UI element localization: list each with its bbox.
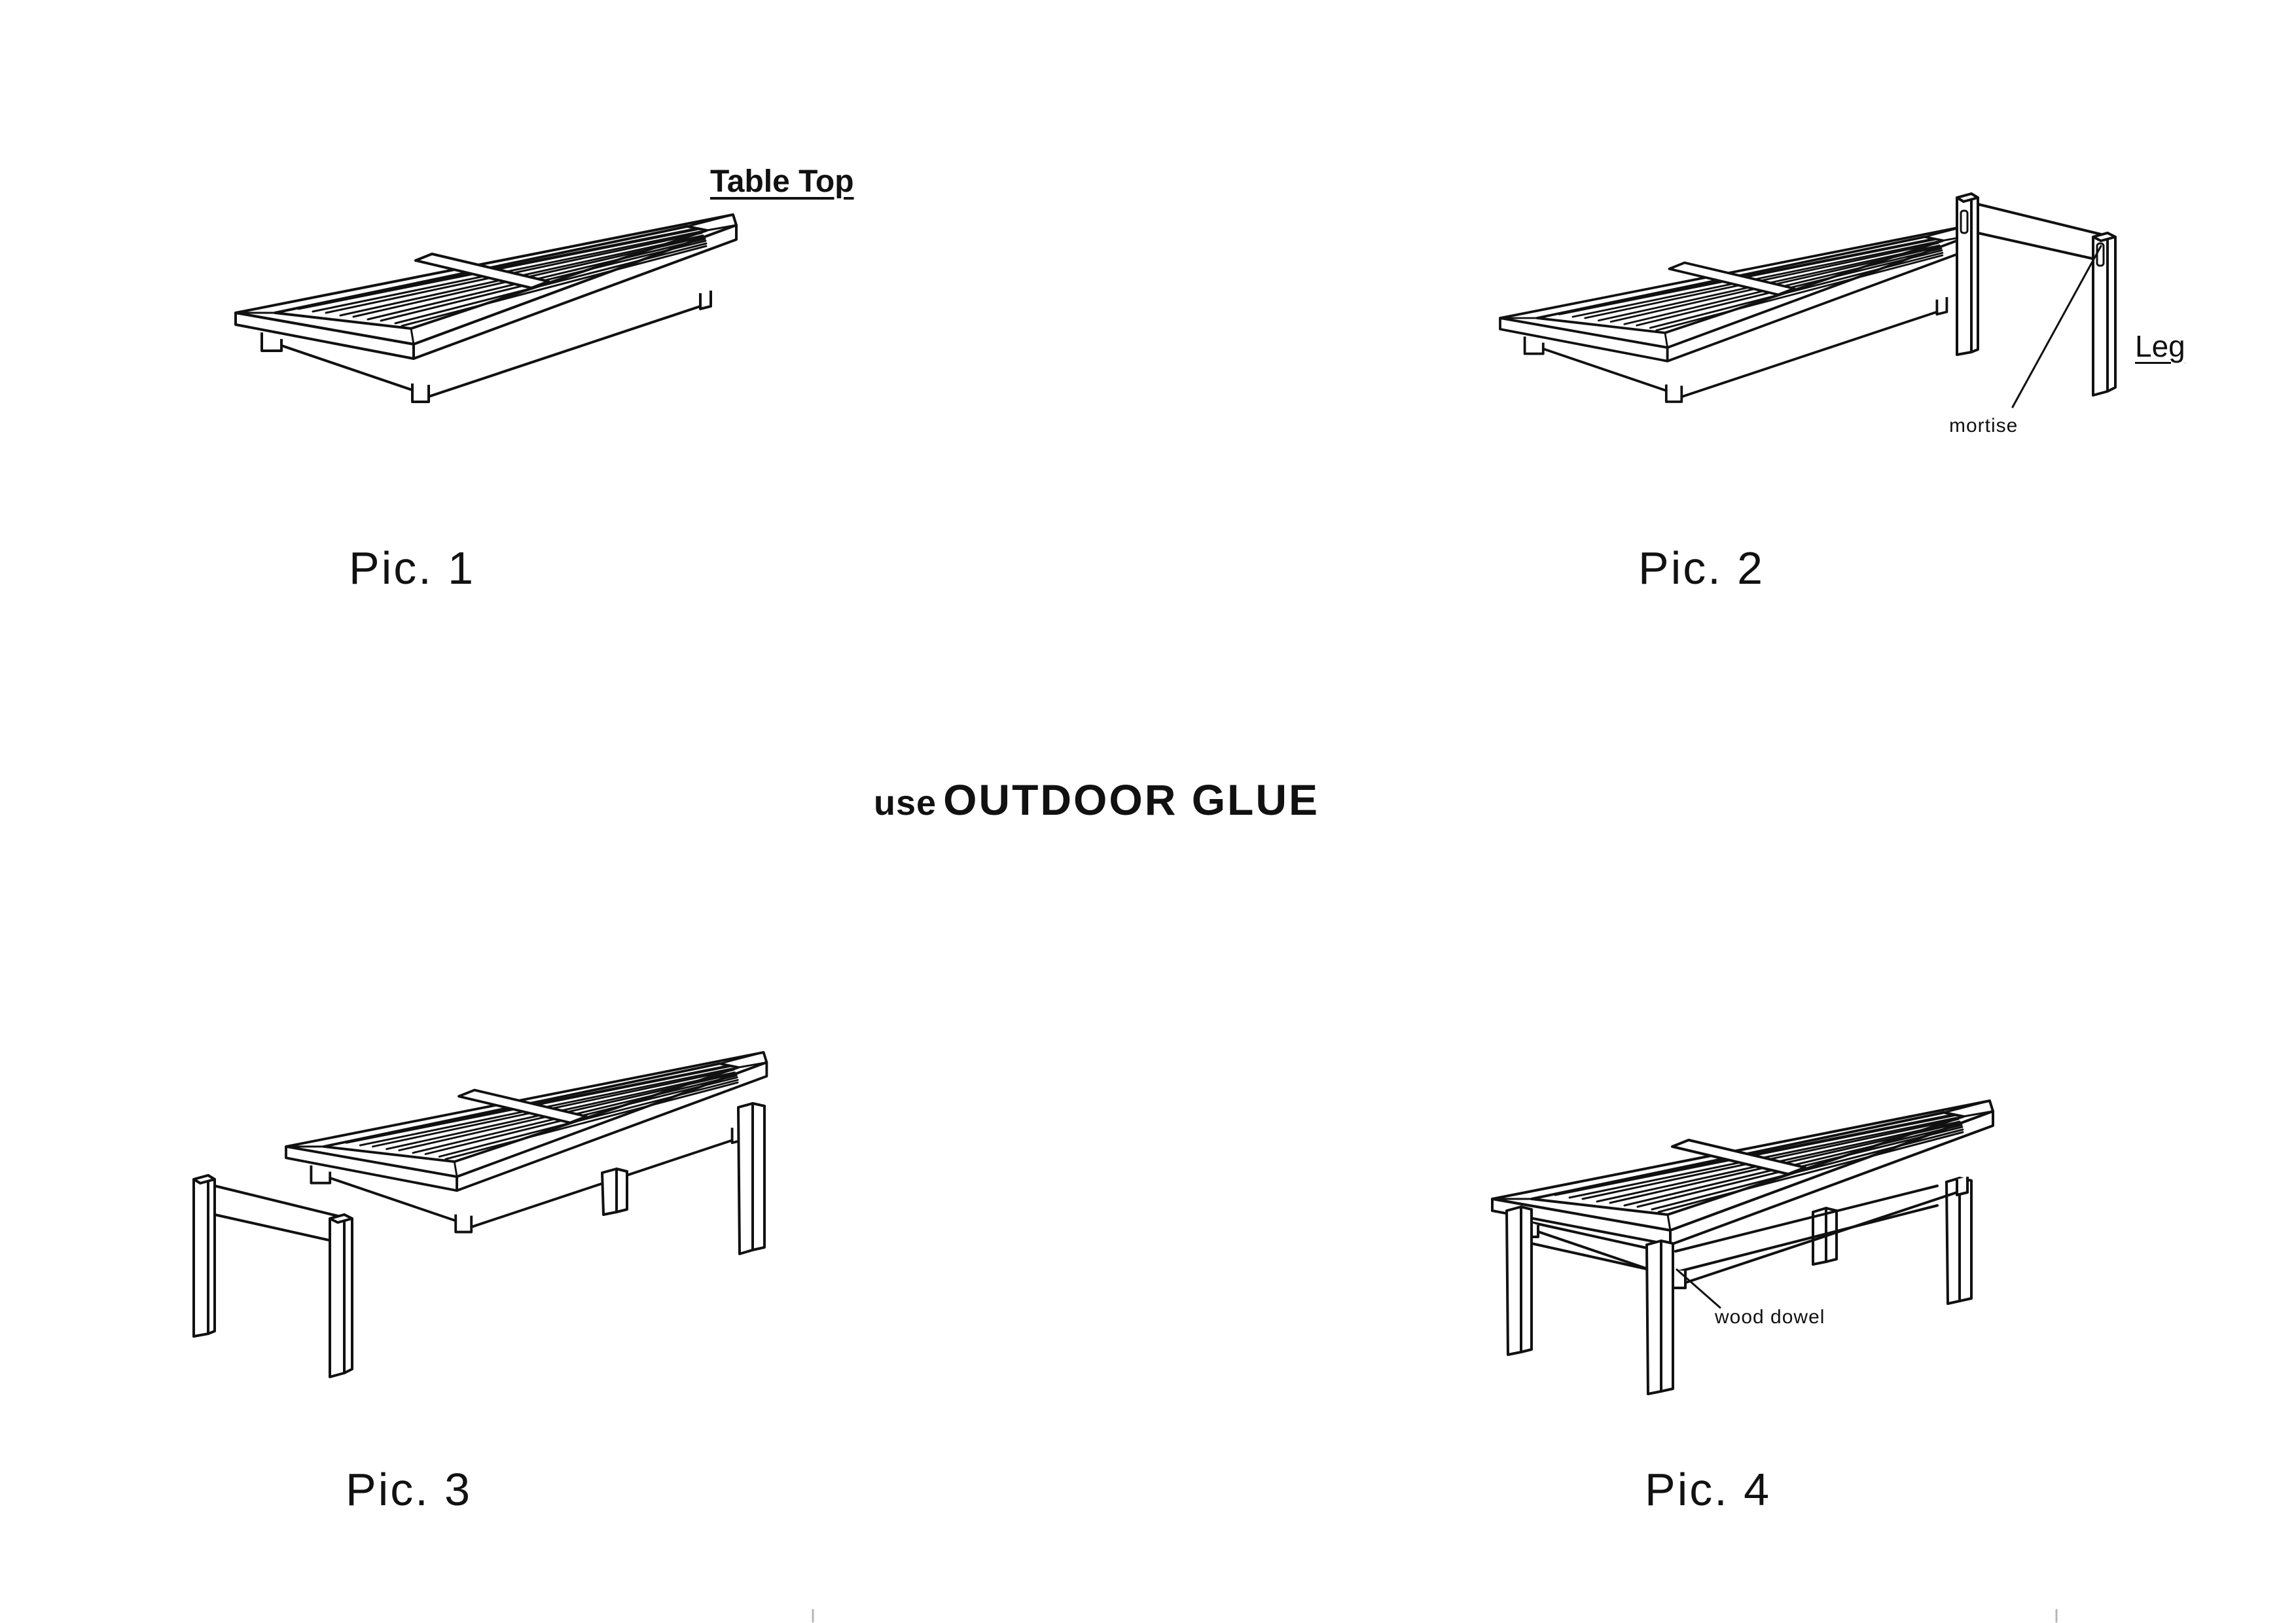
pic4-table-drawing xyxy=(1491,1099,1994,1395)
wood-dowel-label: wood dowel xyxy=(1715,1306,1825,1328)
pic2-table-top-drawing xyxy=(1499,224,1972,403)
pic4-caption: Pic. 4 xyxy=(1645,1464,1772,1515)
pic3-caption: Pic. 3 xyxy=(346,1464,473,1515)
mortise-label: mortise xyxy=(1949,415,2018,437)
leg-label: Leg xyxy=(2135,329,2185,363)
glue-instruction-prefix: use xyxy=(874,783,937,823)
table-top-label: Table Top xyxy=(710,164,854,199)
wood-dowel-pointer xyxy=(1676,1268,1721,1309)
glue-instruction-main: OUTDOOR GLUE xyxy=(943,776,1320,824)
pic1-caption: Pic. 1 xyxy=(349,543,476,594)
pic2-caption: Pic. 2 xyxy=(1638,543,1765,594)
pic3-table-drawing xyxy=(285,1051,768,1255)
mortise-pointer xyxy=(2011,245,2102,408)
pic1-table-top-drawing xyxy=(234,213,738,403)
pic3-leg-frame-drawing xyxy=(192,1174,353,1378)
